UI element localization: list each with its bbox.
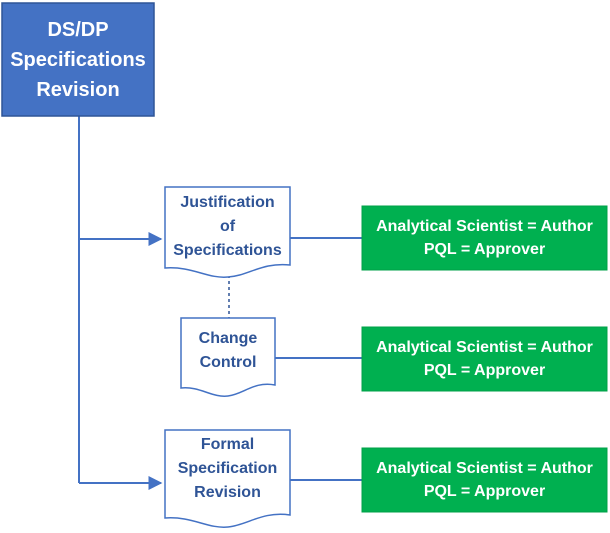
document-shape-formal-revision (164, 429, 291, 528)
role-box-2 (361, 326, 608, 392)
document-shape-justification (164, 186, 291, 278)
role-box-3 (361, 447, 608, 513)
root-box (1, 2, 155, 117)
role-box-1 (361, 205, 608, 271)
document-shape-change-control (180, 317, 276, 397)
